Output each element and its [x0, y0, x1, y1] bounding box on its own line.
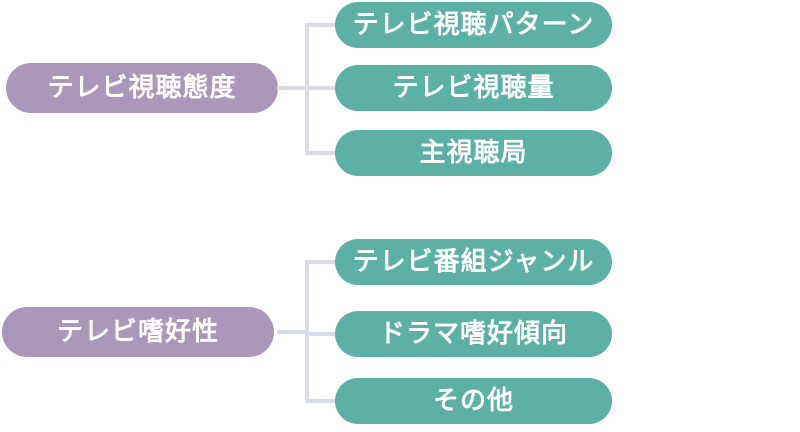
node-tv-program-genre: テレビ番組ジャンル — [335, 239, 612, 285]
connector-branch — [305, 23, 335, 27]
connector-stub — [277, 86, 309, 90]
node-tv-viewing-volume: テレビ視聴量 — [335, 65, 612, 111]
connector-stub — [277, 330, 309, 334]
node-main-viewing-station: 主視聴局 — [335, 130, 612, 176]
connector-branch — [305, 151, 335, 155]
connector-branch — [305, 260, 335, 264]
node-other: その他 — [335, 378, 612, 424]
connector-trunk — [305, 260, 309, 403]
connector-branch — [305, 399, 335, 403]
node-tv-viewing-attitude: テレビ視聴態度 — [6, 63, 278, 113]
node-tv-preference: テレビ嗜好性 — [2, 307, 274, 357]
connector-branch — [305, 332, 335, 336]
connector-branch — [305, 86, 335, 90]
node-tv-viewing-pattern: テレビ視聴パターン — [335, 2, 612, 48]
node-drama-preference: ドラマ嗜好傾向 — [335, 311, 612, 357]
